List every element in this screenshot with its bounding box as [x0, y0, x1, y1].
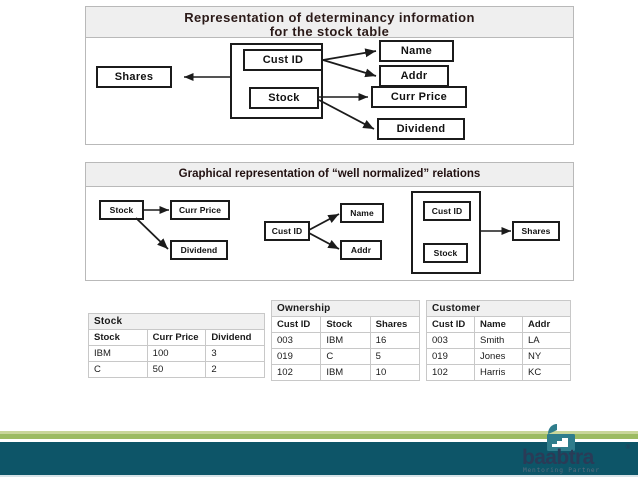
table-stock-col-2: Dividend — [205, 329, 265, 346]
table-stock-cell-0-1: 100 — [146, 345, 207, 362]
table-customer-cell-2-0: 102 — [426, 364, 475, 381]
footer-accent-green — [0, 434, 638, 439]
table-row-title: Stock — [88, 313, 265, 330]
table-customer-cell-2-2: KC — [522, 364, 571, 381]
table-row: C 50 2 — [88, 361, 265, 378]
table-customer-cell-1-2: NY — [522, 348, 571, 365]
figure-normalized-group-box — [411, 191, 481, 274]
figure-determinancy-caption-line1: Representation of determinancy informati… — [184, 10, 475, 25]
baabtra-logo[interactable]: baabtra ® Mentoring Partner — [520, 421, 632, 479]
figure-determinancy-panel: Representation of determinancy informati… — [85, 6, 574, 145]
table-customer-col-0: Cust ID — [426, 316, 475, 333]
figure-determinancy-edges — [184, 48, 377, 130]
figure-determinancy-caption-line2: for the stock table — [269, 23, 390, 39]
node-shares[interactable]: Shares — [96, 66, 172, 88]
table-customer-title: Customer — [426, 300, 571, 317]
table-row: 019 C 5 — [270, 348, 421, 365]
table-row-header: Stock Curr Price Dividend — [88, 329, 265, 346]
node-n-addr[interactable]: Addr — [340, 240, 382, 260]
table-customer-col-1: Name — [474, 316, 523, 333]
table-row: 019 Jones NY — [426, 348, 571, 365]
table-ownership-cell-2-1: IBM — [320, 364, 371, 381]
table-row-header: Cust ID Stock Shares — [270, 316, 421, 333]
table-row-title: Ownership — [271, 300, 420, 317]
figure-normalized-panel: Graphical representation of “well normal… — [85, 162, 574, 281]
table-ownership-cell-2-2: 10 — [369, 364, 421, 381]
table-ownership-cell-0-0: 003 — [270, 332, 322, 349]
table-row: 003 IBM 16 — [270, 332, 421, 349]
node-n-group-cust-id[interactable]: Cust ID — [423, 201, 471, 221]
table-customer-cell-0-2: LA — [522, 332, 571, 349]
figure-determinancy-caption: Representation of determinancy informati… — [86, 7, 573, 38]
figure-determinancy-body: Shares Cust ID Stock Name Addr Curr Pric… — [86, 38, 573, 144]
table-stock-col-1: Curr Price — [146, 329, 207, 346]
table-row: 003 Smith LA — [426, 332, 571, 349]
table-ownership-cell-0-2: 16 — [369, 332, 421, 349]
table-ownership-cell-1-2: 5 — [369, 348, 421, 365]
footer-bar: baabtra ® Mentoring Partner — [0, 421, 638, 479]
footer-accent-shadow — [0, 475, 638, 477]
node-n-cust-id[interactable]: Cust ID — [264, 221, 310, 241]
table-stock-cell-1-1: 50 — [146, 361, 207, 378]
table-ownership: Ownership Cust ID Stock Shares 003 IBM 1… — [270, 300, 421, 381]
node-n-stock[interactable]: Stock — [99, 200, 144, 220]
table-stock-cell-1-0: C — [88, 361, 148, 378]
table-ownership-cell-0-1: IBM — [320, 332, 371, 349]
baabtra-registered-mark: ® — [625, 445, 630, 451]
table-stock-title: Stock — [88, 313, 265, 330]
table-row: IBM 100 3 — [88, 345, 265, 362]
table-ownership-col-0: Cust ID — [270, 316, 322, 333]
table-customer: Customer Cust ID Name Addr 003 Smith LA … — [426, 300, 571, 381]
table-customer-cell-2-1: Harris — [474, 364, 523, 381]
node-name[interactable]: Name — [379, 40, 454, 62]
baabtra-mark-icon — [547, 424, 575, 451]
table-stock-cell-0-0: IBM — [88, 345, 148, 362]
table-customer-col-2: Addr — [522, 316, 571, 333]
table-stock-cell-0-2: 3 — [205, 345, 265, 362]
figure-normalized-edges — [135, 206, 511, 250]
node-cust-id[interactable]: Cust ID — [243, 49, 323, 71]
node-curr-price[interactable]: Curr Price — [371, 86, 467, 108]
table-stock-col-0: Stock — [88, 329, 148, 346]
table-ownership-title: Ownership — [271, 300, 420, 317]
table-row-header: Cust ID Name Addr — [426, 316, 571, 333]
table-customer-cell-0-1: Smith — [474, 332, 523, 349]
node-n-group-stock[interactable]: Stock — [423, 243, 468, 263]
node-addr[interactable]: Addr — [379, 65, 449, 87]
table-ownership-cell-2-0: 102 — [270, 364, 322, 381]
table-ownership-col-2: Shares — [369, 316, 421, 333]
table-stock: Stock Stock Curr Price Dividend IBM 100 … — [88, 313, 265, 378]
node-dividend[interactable]: Dividend — [377, 118, 465, 140]
baabtra-wordmark: baabtra — [522, 446, 594, 469]
table-row: 102 IBM 10 — [270, 364, 421, 381]
baabtra-tagline: Mentoring Partner — [523, 467, 600, 474]
footer-accent-teal — [0, 442, 638, 475]
table-customer-cell-1-0: 019 — [426, 348, 475, 365]
table-customer-cell-0-0: 003 — [426, 332, 475, 349]
node-n-name[interactable]: Name — [340, 203, 384, 223]
table-ownership-col-1: Stock — [320, 316, 371, 333]
table-customer-cell-1-1: Jones — [474, 348, 523, 365]
node-stock[interactable]: Stock — [249, 87, 319, 109]
table-row-title: Customer — [426, 300, 571, 317]
node-n-shares[interactable]: Shares — [512, 221, 560, 241]
figure-determinancy-group-box — [230, 43, 323, 119]
footer-accent-light-green — [0, 431, 638, 434]
table-row: 102 Harris KC — [426, 364, 571, 381]
node-n-dividend[interactable]: Dividend — [170, 240, 228, 260]
table-stock-cell-1-2: 2 — [205, 361, 265, 378]
footer-divider — [0, 439, 638, 442]
figure-normalized-body: Stock Curr Price Dividend Cust ID Name A… — [86, 187, 573, 280]
node-n-curr-price[interactable]: Curr Price — [170, 200, 230, 220]
table-ownership-cell-1-1: C — [320, 348, 371, 365]
figure-normalized-caption: Graphical representation of “well normal… — [86, 163, 573, 187]
table-ownership-cell-1-0: 019 — [270, 348, 322, 365]
